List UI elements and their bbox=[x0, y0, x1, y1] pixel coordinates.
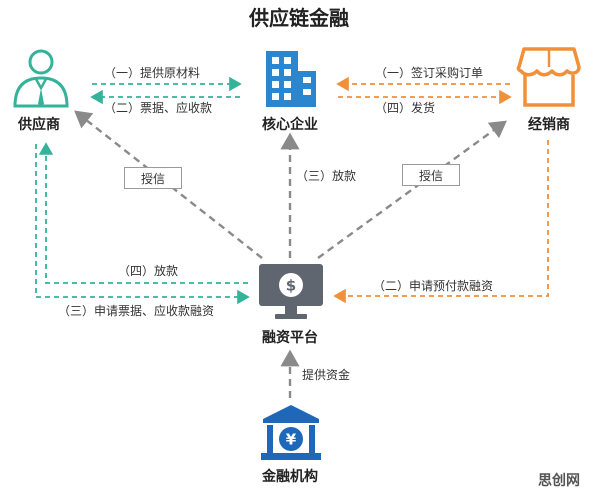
shop-icon bbox=[516, 47, 581, 107]
svg-text:$: $ bbox=[286, 277, 296, 295]
flow-label-ship: （四）发货 bbox=[375, 101, 436, 115]
credit-tag-right: 授信 bbox=[402, 164, 460, 186]
flow-platform-to-supplier-credit bbox=[74, 110, 263, 259]
flow-label-platform-loan-supplier: （四）放款 bbox=[118, 264, 179, 278]
person-icon bbox=[13, 49, 69, 108]
flow-platform-to-distributor-credit bbox=[317, 120, 507, 259]
flow-distributor-apply bbox=[333, 140, 549, 304]
flow-label-core-to-supplier: （二）票据、应收款 bbox=[104, 101, 213, 115]
watermark: 思创网 bbox=[538, 472, 580, 488]
svg-text:¥: ¥ bbox=[286, 431, 297, 449]
node-bank-label: 金融机构 bbox=[262, 468, 318, 484]
node-platform-label: 融资平台 bbox=[262, 329, 318, 345]
flow-label-bank-funds: 提供资金 bbox=[302, 368, 351, 382]
node-supplier-label: 供应商 bbox=[18, 116, 60, 132]
node-distributor-label: 经销商 bbox=[528, 116, 570, 132]
credit-tag-left: 授信 bbox=[124, 167, 182, 189]
flow-label-supplier-to-core: （一）提供原材料 bbox=[104, 66, 201, 80]
flow-label-platform-loan-core: （三）放款 bbox=[296, 169, 357, 183]
bank-yen-icon: ¥ bbox=[261, 405, 321, 460]
flow-label-order: （一）签订采购订单 bbox=[375, 66, 484, 80]
flow-platform-loan-to-supplier bbox=[38, 142, 248, 284]
node-core-label: 核心企业 bbox=[262, 116, 318, 132]
flow-label-supplier-apply: （三）申请票据、应收款融资 bbox=[58, 304, 215, 318]
flow-label-distributor-apply: （二）申请预付款融资 bbox=[373, 279, 494, 293]
building-icon bbox=[266, 51, 316, 107]
monitor-dollar-icon: $ bbox=[259, 264, 323, 319]
flow-supplier-apply bbox=[35, 144, 250, 305]
diagram-title: 供应链金融 bbox=[249, 8, 349, 30]
